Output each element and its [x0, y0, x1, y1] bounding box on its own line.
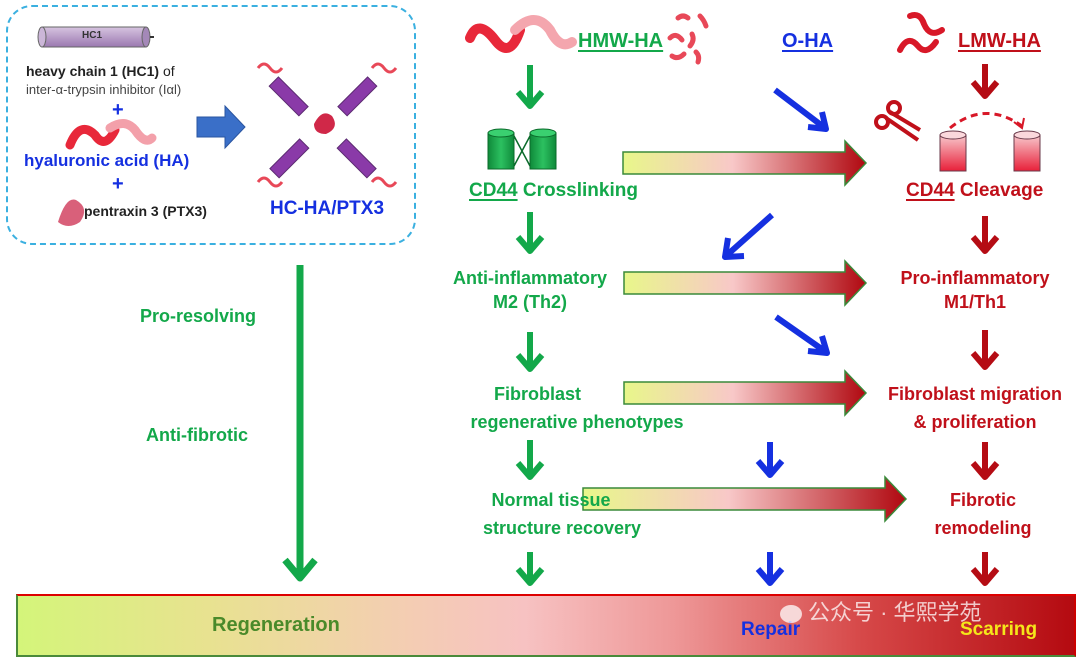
hc-ha-ptx3-label: HC-HA/PTX3 [270, 198, 385, 219]
complex-formation-arrow-icon [196, 104, 246, 150]
outcome-gradient-bar [16, 594, 1076, 657]
o-ha-title: O-HA [782, 30, 834, 52]
fibroblast-migration-label: Fibroblast migration & proliferation [868, 380, 1080, 436]
pro-resolving-label: Pro-resolving [140, 306, 257, 326]
pentraxin-3-icon [58, 199, 85, 226]
o-ha-icon [667, 13, 709, 65]
fibroblast-regenerative-line2: regenerative phenotypes [470, 412, 684, 432]
crosslinking-text: Crosslinking [517, 180, 638, 201]
cd44-crosslinking-icon [487, 128, 557, 170]
cleavage-dashed-arrow-icon [949, 112, 1023, 130]
transition-arrow-3 [623, 369, 868, 417]
hc-ha-ptx3-legend-box [6, 5, 416, 245]
anti-inflammatory-line2: M2 (Th2) [493, 292, 567, 312]
cleavage-text: Cleavage [954, 180, 1044, 201]
hmw-ha-title: HMW-HA [578, 30, 664, 52]
normal-tissue-line2: structure recovery [482, 518, 642, 538]
lmw-pathway-arrows [970, 64, 1000, 586]
scarring-label: Scarring [960, 619, 1038, 640]
transition-arrows [582, 139, 908, 523]
fibroblast-regenerative-line1: Fibroblast [493, 384, 581, 404]
plus-sign-2: + [112, 173, 124, 195]
transition-arrow-2 [623, 259, 868, 307]
cd44-text: CD44 [906, 180, 955, 201]
cd44-cleavage-icon [939, 130, 1041, 172]
transition-arrow-4 [582, 475, 908, 523]
hc-ha-ptx3-complex-icon [256, 62, 398, 188]
normal-tissue-recovery-label: Normal tissue structure recovery [452, 486, 672, 542]
lmw-ha-title: LMW-HA [958, 30, 1041, 52]
hc1-cylinder-icon [37, 26, 154, 48]
lmw-ha-icon [897, 12, 945, 54]
hc1-of-text: of [159, 63, 175, 79]
hmw-pathway-arrows [515, 65, 545, 586]
hc1-title-text: heavy chain 1 (HC1) [26, 63, 160, 79]
fibrotic-remodeling-label: Fibrotic remodeling [900, 486, 1066, 542]
scissors-icon [874, 100, 922, 142]
oha-pathway-arrows [722, 87, 830, 586]
pentraxin-3-label: pentraxin 3 (PTX3) [84, 203, 207, 219]
repair-label: Repair [741, 619, 801, 640]
anti-inflammatory-label: Anti-inflammatory M2 (Th2) [420, 266, 640, 314]
fibroblast-regenerative-label: Fibroblast regenerative phenotypes [450, 380, 730, 436]
plus-sign-1: + [112, 99, 124, 121]
watermark-text: 公众号 · 华熙学苑 [808, 600, 982, 625]
hc1-subtitle: inter-α-trypsin inhibitor (Iαl) [26, 82, 182, 97]
pro-inflammatory-line1: Pro-inflammatory [900, 268, 1050, 288]
fibrotic-line2: remodeling [934, 518, 1032, 538]
hyaluronic-acid-label: hyaluronic acid (HA) [24, 151, 190, 170]
transition-arrow-1 [622, 139, 868, 187]
watermark: 公众号 · 华熙学苑 [780, 600, 982, 625]
cd44-text: CD44 [469, 180, 518, 201]
hc1-cylinder-label: HC1 [82, 30, 103, 41]
cd44-crosslinking-label: CD44 Crosslinking [469, 180, 638, 202]
fibroblast-migration-line2: & proliferation [913, 412, 1037, 432]
fibrotic-line1: Fibrotic [950, 490, 1016, 510]
normal-tissue-line1: Normal tissue [491, 490, 611, 510]
hc1-title: heavy chain 1 (HC1) of [26, 63, 175, 79]
pro-resolving-arrow-icon [282, 265, 318, 582]
fibroblast-migration-line1: Fibroblast migration [887, 384, 1062, 404]
pro-inflammatory-line2: M1/Th1 [943, 292, 1006, 312]
regeneration-label: Regeneration [212, 614, 340, 636]
cd44-cleavage-label: CD44 Cleavage [906, 180, 1043, 202]
wechat-icon [780, 605, 802, 624]
anti-fibrotic-label: Anti-fibrotic [146, 425, 248, 445]
anti-inflammatory-line1: Anti-inflammatory [452, 268, 607, 288]
hyaluronic-acid-icon [65, 119, 157, 150]
hmw-ha-icon [465, 15, 577, 53]
